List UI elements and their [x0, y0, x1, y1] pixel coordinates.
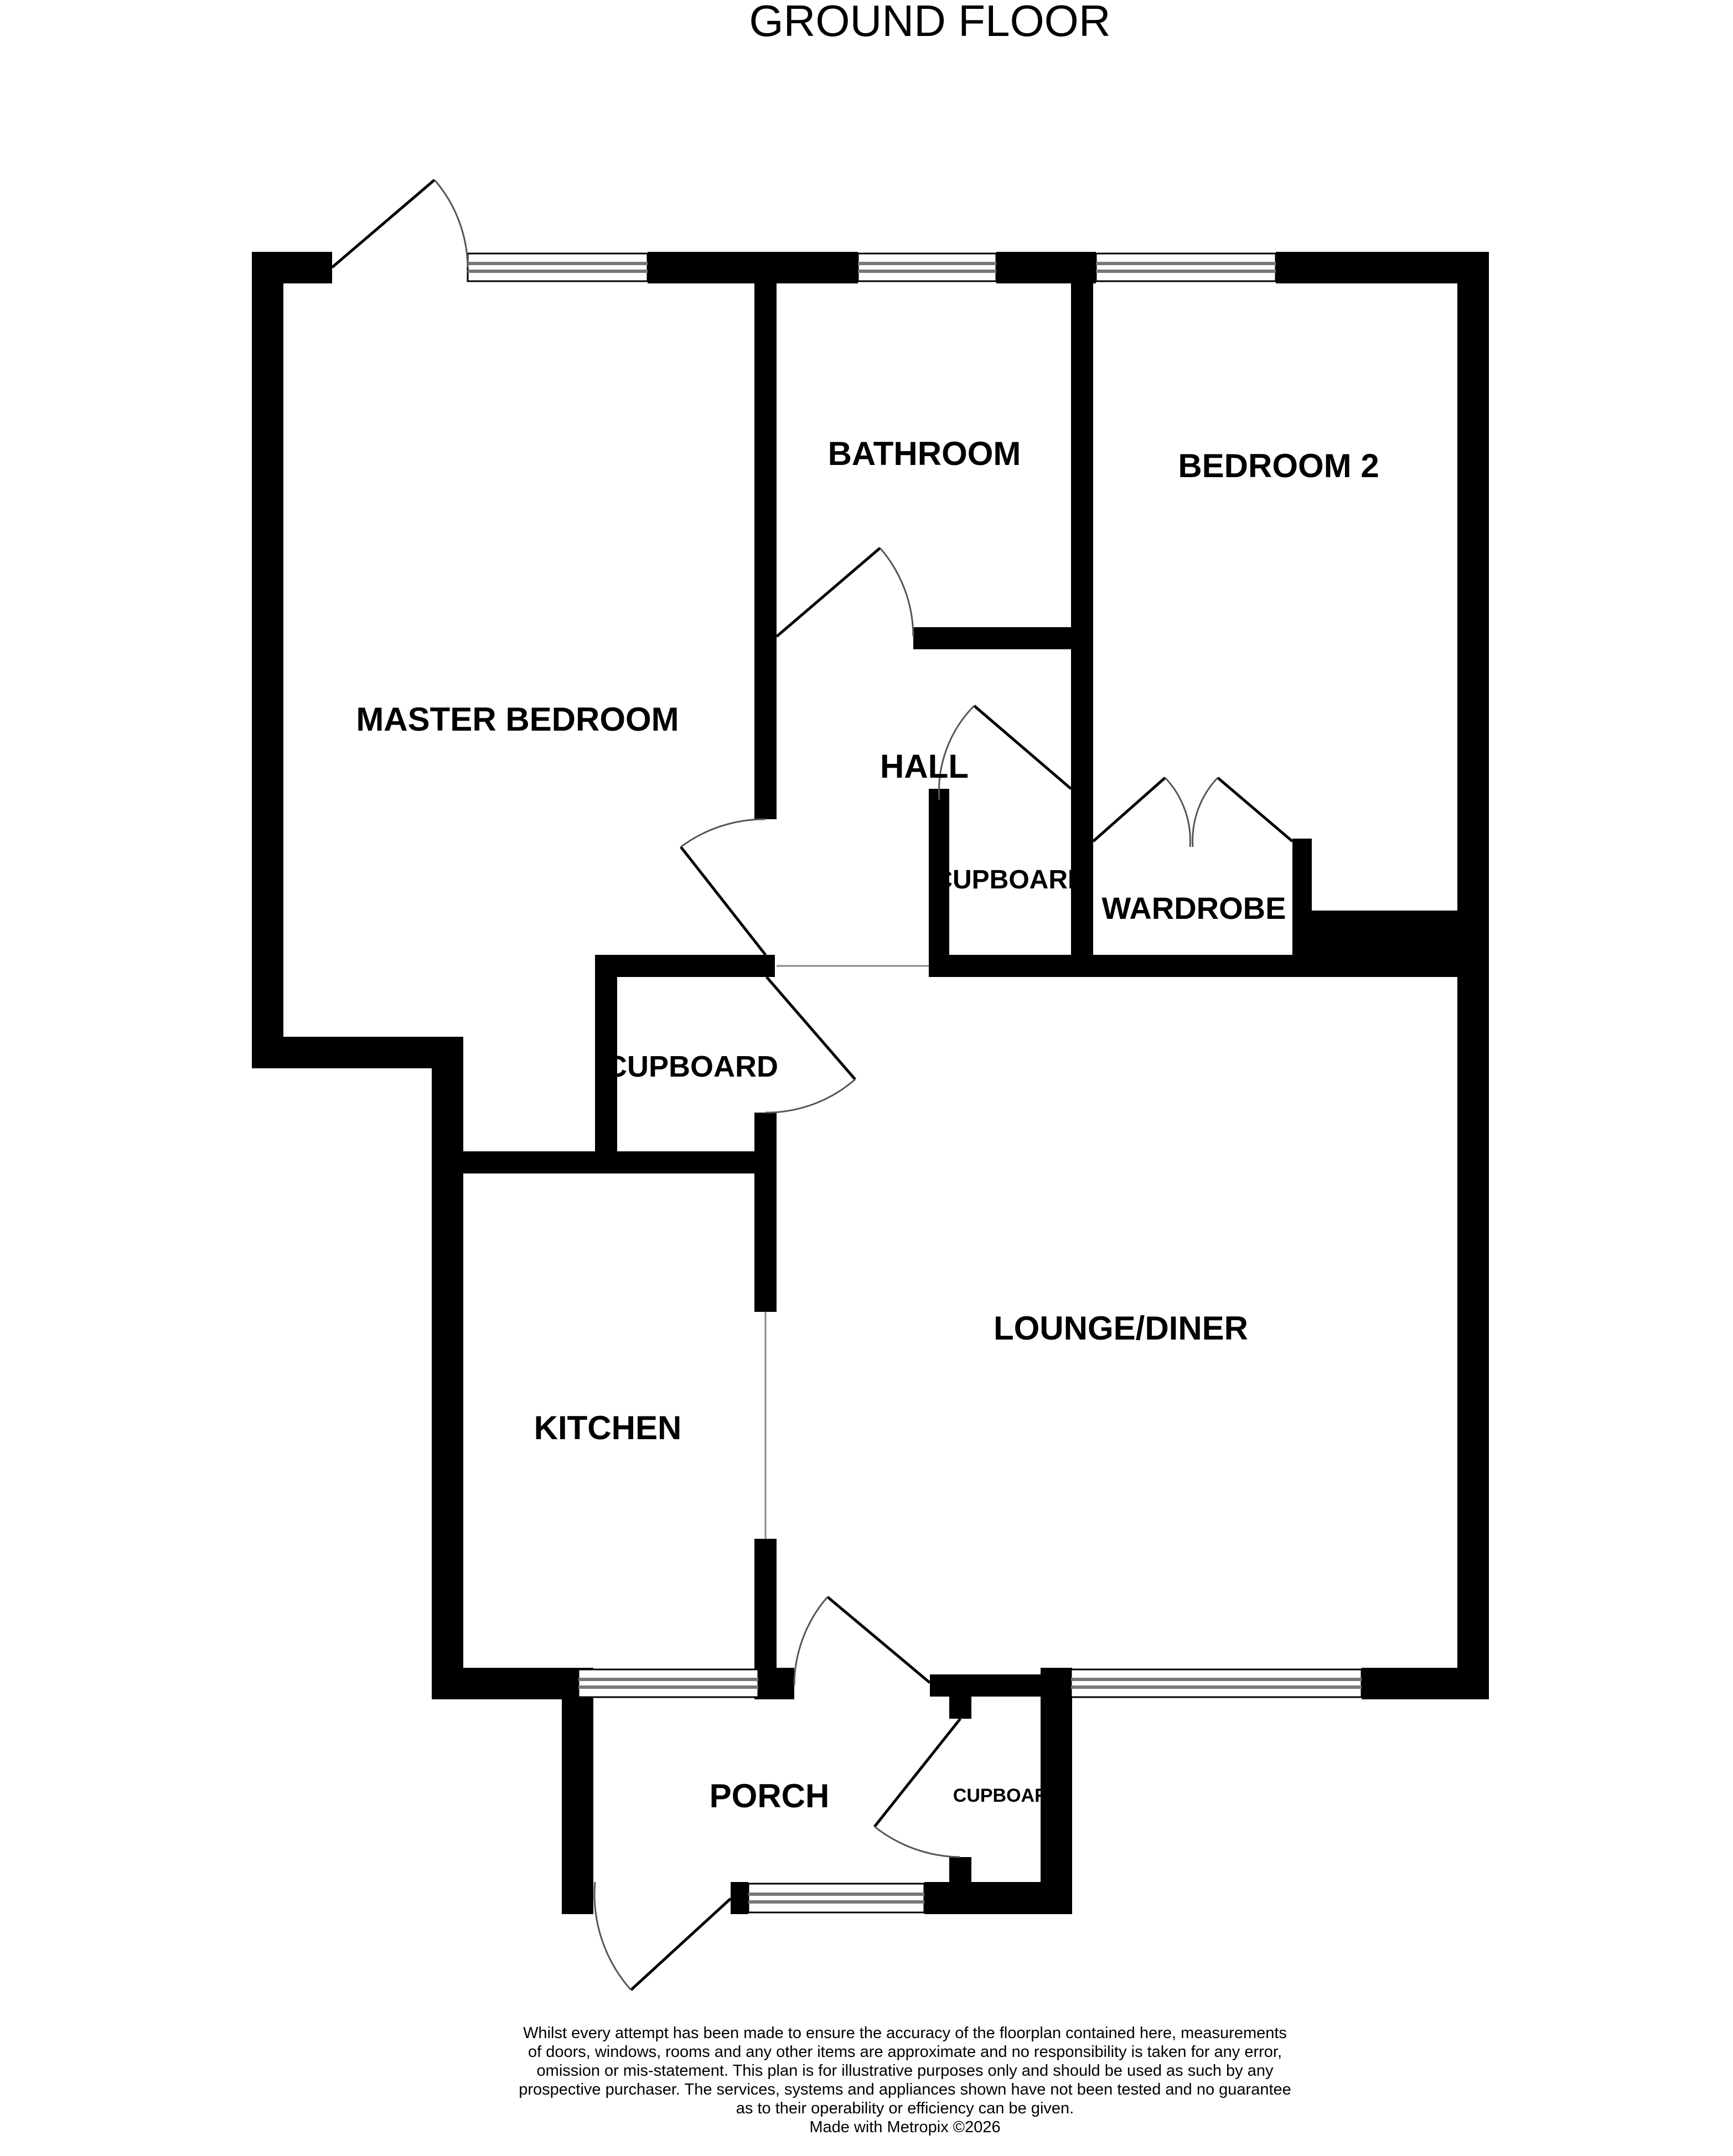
room-label-wardrobe: WARDROBE — [1102, 891, 1286, 926]
wall-cupboard-left — [595, 955, 617, 1173]
door-porch-lounge — [793, 1596, 931, 1686]
room-label-master-bedroom: MASTER BEDROOM — [356, 701, 679, 738]
wall-master-bottom — [252, 1037, 462, 1068]
room-label-bathroom: BATHROOM — [828, 435, 1021, 472]
wall-kitchen-bottom-right — [758, 1668, 794, 1699]
disclaimer-line-4: prospective purchaser. The services, sys… — [519, 2081, 1291, 2098]
window-master-top — [467, 252, 649, 282]
room-label-cupboard-central: CUPBOARD — [606, 1050, 778, 1083]
wall-right-bed2 — [1457, 252, 1489, 977]
wall-porch-cupboard-top — [949, 1674, 971, 1719]
wall-wardrobe-end — [1292, 839, 1312, 955]
wall-cupboard-top — [595, 955, 775, 977]
wall-lounge-bottom-right — [1362, 1668, 1489, 1699]
wall-hall-lounge — [929, 955, 1489, 977]
room-label-porch-cupboard: CUPBOARD — [953, 1785, 1062, 1806]
wall-porch-cupboard-bottom — [949, 1857, 971, 1901]
room-label-kitchen: KITCHEN — [534, 1409, 682, 1446]
wall-bed2-base — [1312, 911, 1489, 955]
door-wardrobe — [1092, 777, 1294, 847]
door-porch-cupboard — [873, 1718, 961, 1858]
wall-porch-left — [562, 1668, 593, 1914]
wall-porch-bottom-stub — [731, 1882, 748, 1914]
disclaimer-line-2: of doors, windows, rooms and any other i… — [528, 2043, 1282, 2061]
disclaimer-line-1: Whilst every attempt has been made to en… — [523, 2024, 1287, 2042]
window-kitchen-bottom — [577, 1668, 759, 1698]
room-label-hall: HALL — [880, 748, 969, 785]
wall-bath-bed2 — [1071, 252, 1093, 958]
disclaimer-line-5: as to their operability or efficiency ca… — [736, 2100, 1074, 2117]
window-lounge-bottom — [1070, 1668, 1363, 1698]
doors — [331, 179, 1294, 1991]
window-bed2-top — [1095, 252, 1277, 282]
door-master-external — [331, 179, 469, 268]
window-porch-bottom — [747, 1883, 925, 1914]
wall-top-bed2-right — [1276, 252, 1486, 283]
windows — [467, 252, 1363, 1914]
room-label-porch: PORCH — [710, 1777, 830, 1814]
wall-porch-bottom-right — [924, 1882, 1072, 1914]
credit: Made with Metropix ©2026 — [809, 2118, 1000, 2136]
wall-left-kitchen — [432, 1037, 463, 1698]
wall-right-lounge — [1457, 952, 1489, 1699]
disclaimer: Whilst every attempt has been made to en… — [519, 2024, 1291, 2136]
wall-master-bath — [754, 252, 777, 819]
door-cupboard-central — [765, 976, 856, 1114]
door-master-internal — [680, 818, 767, 956]
window-bath-top — [857, 252, 997, 282]
floor-title: GROUND FLOOR — [749, 0, 1110, 45]
room-labels: MASTER BEDROOM BATHROOM BEDROOM 2 HALL C… — [356, 435, 1379, 1814]
door-porch-external — [593, 1881, 732, 1991]
wall-kitchen-lounge-upper — [754, 1113, 777, 1312]
room-label-lounge-diner: LOUNGE/DINER — [994, 1310, 1248, 1347]
openings — [764, 965, 929, 1539]
door-hall-cupboard — [938, 705, 1072, 800]
wall-hall-cupboard-left — [929, 789, 949, 974]
door-bathroom — [775, 547, 914, 638]
wall-left-master — [252, 252, 283, 1068]
wall-porch-right — [1041, 1668, 1072, 1914]
room-label-hall-cupboard: CUPBOARD — [933, 865, 1087, 895]
wall-kitchen-bottom-left — [432, 1668, 578, 1699]
walls — [252, 252, 1489, 1914]
room-label-bedroom-2: BEDROOM 2 — [1178, 447, 1379, 484]
wall-bath-bottom — [913, 627, 1093, 649]
wall-kitchen-top — [432, 1151, 775, 1173]
disclaimer-line-3: omission or mis-statement. This plan is … — [537, 2062, 1274, 2080]
